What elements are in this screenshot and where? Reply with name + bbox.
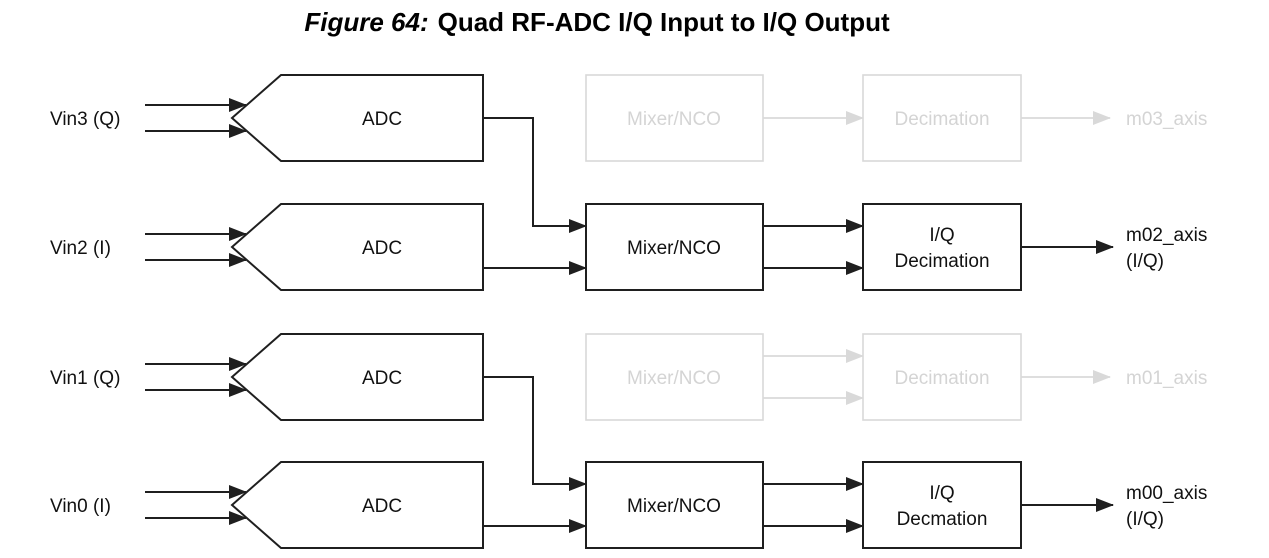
- adc-block: [230, 203, 484, 291]
- mixer-nco-block-inactive: [585, 333, 764, 421]
- q-adc-to-mixer-connector: [483, 117, 587, 233]
- mixer-nco-label: Mixer/NCO: [627, 368, 721, 389]
- figure-caption-label: Figure 64:: [304, 7, 429, 37]
- decimation-label-line1: I/Q: [929, 483, 954, 504]
- decimation-label: Decimation: [894, 109, 989, 130]
- adc-block: [230, 461, 484, 549]
- iq-decimation-block: [862, 203, 1022, 291]
- decimation-label: Decimation: [894, 368, 989, 389]
- q-adc-to-mixer-connector: [483, 376, 587, 491]
- adc-label: ADC: [362, 368, 402, 389]
- input-signal-label: Vin3 (Q): [50, 109, 120, 130]
- output-label-line1: m00_axis: [1126, 483, 1207, 504]
- output-label-line1: m02_axis: [1126, 225, 1207, 246]
- decimation-block-inactive: [862, 333, 1022, 421]
- output-label: m03_axis: [1126, 109, 1207, 130]
- channel-row-vin0: Vin0 (I) ADC Mixer/NCO I/Q Decmation m00…: [50, 376, 1207, 549]
- mixer-nco-block: [585, 203, 764, 291]
- mixer-nco-block-inactive: [585, 74, 764, 162]
- output-label-line2: (I/Q): [1126, 509, 1164, 530]
- output-label: m01_axis: [1126, 368, 1207, 389]
- mixer-nco-label: Mixer/NCO: [627, 109, 721, 130]
- adc-label: ADC: [362, 496, 402, 517]
- input-signal-label: Vin1 (Q): [50, 368, 120, 389]
- decimation-label-line2: Decimation: [894, 251, 989, 272]
- mixer-nco-block: [585, 461, 764, 549]
- channel-row-vin3: Vin3 (Q) ADC Mixer/NCO Decimation m03_ax…: [50, 74, 1207, 162]
- adc-block: [230, 74, 484, 162]
- mixer-nco-label: Mixer/NCO: [627, 496, 721, 517]
- decimation-label-line1: I/Q: [929, 225, 954, 246]
- input-signal-label: Vin2 (I): [50, 238, 111, 259]
- adc-label: ADC: [362, 109, 402, 130]
- adc-label: ADC: [362, 238, 402, 259]
- decimation-block-inactive: [862, 74, 1022, 162]
- figure-caption-title: Quad RF-ADC I/Q Input to I/Q Output: [437, 7, 890, 37]
- channel-row-vin1: Vin1 (Q) ADC Mixer/NCO Decimation m01_ax…: [50, 333, 1207, 421]
- iq-decimation-block: [862, 461, 1022, 549]
- adc-block: [230, 333, 484, 421]
- input-signal-label: Vin0 (I): [50, 496, 111, 517]
- output-label-line2: (I/Q): [1126, 251, 1164, 272]
- decimation-label-line2: Decmation: [897, 509, 988, 530]
- mixer-nco-label: Mixer/NCO: [627, 238, 721, 259]
- figure-caption: Figure 64: Quad RF-ADC I/Q Input to I/Q O…: [0, 7, 1194, 38]
- channel-row-vin2: Vin2 (I) ADC Mixer/NCO I/Q Decimation m0…: [50, 117, 1207, 291]
